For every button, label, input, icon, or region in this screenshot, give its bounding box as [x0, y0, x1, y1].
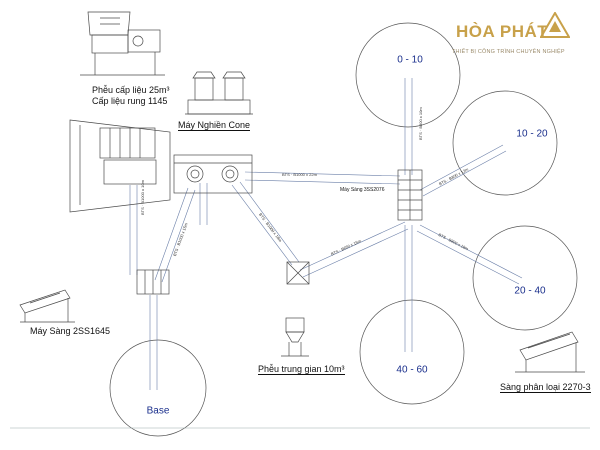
- stockpile-10-20: [452, 90, 558, 196]
- label-feeder-hopper: Phễu cấp liệu 25m³: [92, 85, 170, 95]
- label-cone-crusher: Máy Nghiền Cone: [178, 120, 251, 131]
- conveyor-lines: [129, 78, 523, 390]
- feeder-plan: [69, 119, 171, 213]
- brand-logo-icon: [540, 12, 570, 38]
- stockpile-label-10-20: 10 - 20: [516, 128, 548, 140]
- stockpile-label-40-60: 40 - 60: [396, 364, 428, 376]
- feeder-hopper-elevation: [80, 11, 165, 76]
- conveyor-label-c5: BTS · B800 x 10m: [418, 107, 423, 140]
- stockpile-label-0-10: 0 - 10: [397, 54, 423, 66]
- label-screen-2ss: Máy Sàng 2SS1645: [30, 326, 111, 336]
- surge-hopper-elevation: [281, 317, 309, 357]
- label-surge-hopper: Phễu trung gian 10m³: [258, 364, 345, 375]
- conveyor-label-c1: BTS · B1000 x 10m: [140, 180, 145, 215]
- stockpile-base: [109, 339, 207, 437]
- label-screen-3ss: Máy Sàng 3SS2076: [340, 187, 385, 193]
- stockpile-20-40: [472, 225, 578, 331]
- label-classifier-screen: Sàng phân loại 2270-3: [500, 382, 591, 393]
- cone-crusher-elevation: [185, 71, 253, 115]
- stockpile-label-20-40: 20 - 40: [514, 285, 546, 297]
- screen-2ss-elevation: [19, 289, 75, 323]
- screen-2ss-plan: [136, 269, 170, 295]
- brand-subtitle: THIẾT BỊ CÔNG TRÌNH CHUYÊN NGHIỆP: [452, 49, 565, 55]
- cone-crusher-plan: [173, 154, 253, 194]
- brand-name: HÒA PHÁT: [456, 22, 549, 41]
- surge-hopper-plan: [286, 261, 310, 285]
- conveyor-label-c3: BTS · B1000 x 22m: [282, 172, 317, 177]
- screen-3ss-plan: [397, 169, 423, 221]
- label-vibrating-feeder: Cấp liệu rung 1145: [92, 96, 168, 106]
- classifier-screen-elevation: [515, 331, 585, 373]
- stockpile-label-base: Base: [146, 405, 170, 417]
- stockpile-0-10: [355, 22, 461, 128]
